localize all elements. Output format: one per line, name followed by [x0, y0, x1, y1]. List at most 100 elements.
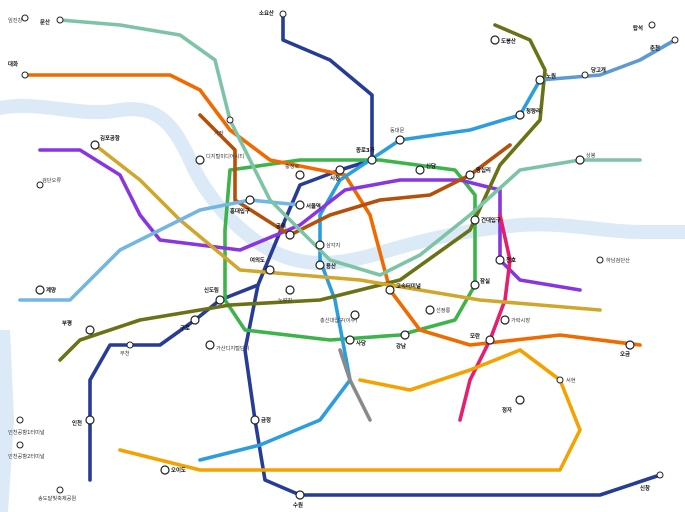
station-gajwa-label: 가좌 — [214, 129, 224, 137]
station-sindang[interactable]: 신당 — [415, 162, 436, 175]
station-guro[interactable]: 구로 — [180, 315, 200, 332]
station-soyosan[interactable]: 소요산 — [259, 9, 287, 18]
station-gasan[interactable]: 가산디지털단지 — [205, 340, 250, 352]
station-munsan[interactable]: 문산 — [40, 16, 64, 26]
station-city-hall[interactable]: 시청 — [330, 165, 345, 182]
station-hongdae-label: 홍대입구 — [230, 207, 250, 215]
station-dangogae[interactable]: 당고개 — [581, 66, 606, 79]
line-8 — [458, 213, 512, 422]
station-moran[interactable]: 모란 — [470, 332, 495, 345]
station-garak[interactable]: 가락시장 — [500, 315, 530, 325]
station-noryangjin[interactable]: 노량진 — [278, 285, 295, 304]
station-cheongnyangni-label: 청량리 — [526, 107, 541, 115]
station-moran-label: 모란 — [470, 332, 480, 340]
station-yeouido[interactable]: 여의도 — [250, 256, 275, 275]
west-sea — [0, 330, 14, 512]
station-bupyeong[interactable]: 부평 — [62, 319, 95, 335]
station-digital-mc[interactable]: 디지털미디어시티 — [195, 152, 244, 165]
station-isu-label: 총신대입구(이수) — [320, 316, 357, 324]
station-gangnam-label: 강남 — [396, 342, 406, 350]
station-gangnam[interactable]: 강남 — [396, 330, 410, 350]
station-incheon-airport2[interactable]: 인천공항2터미널 — [8, 441, 45, 460]
line-gyeongchun — [538, 38, 677, 82]
station-sindorim-label: 신도림 — [204, 286, 219, 294]
station-seohyeon-label: 서현 — [566, 376, 576, 384]
station-sadang[interactable]: 사당 — [345, 335, 366, 347]
station-jeongja[interactable]: 정자 — [502, 395, 525, 414]
station-cheonho[interactable]: 천호 — [495, 255, 516, 265]
station-daehwa[interactable]: 대화 — [8, 60, 29, 79]
station-gongdeok[interactable]: 공덕 — [276, 222, 295, 240]
station-seonjeongneung[interactable]: 선정릉 — [425, 305, 451, 315]
station-jongno3ga[interactable]: 종로3가 — [356, 146, 377, 165]
station-geomdan-label: 검단오류 — [42, 176, 61, 184]
station-sangbong[interactable]: 상봉 — [575, 151, 596, 165]
station-sindorim[interactable]: 신도림 — [204, 286, 225, 305]
station-songdo[interactable]: 송도달빛축제공원 — [38, 486, 76, 502]
station-hanam-label: 하남검단산 — [606, 256, 630, 264]
line-5 — [38, 148, 582, 292]
station-geomdan[interactable]: 검단오류 — [36, 176, 61, 189]
station-gyeyang-label: 계양 — [46, 286, 56, 294]
line-1-south — [243, 283, 662, 497]
station-tapseok-label: 탑석 — [633, 24, 643, 32]
station-samgakji[interactable]: 삼각지 — [315, 240, 341, 250]
station-jongno3ga-label: 종로3가 — [356, 146, 375, 154]
station-gajwa[interactable]: 가좌 — [214, 116, 234, 137]
station-guro-label: 구로 — [180, 325, 190, 332]
station-oido[interactable]: 오이도 — [160, 465, 186, 475]
station-chuncheon[interactable]: 춘천 — [650, 36, 679, 52]
station-suwon-label: 수원 — [293, 501, 303, 509]
station-isu[interactable]: 총신대입구(이수) — [320, 310, 360, 324]
station-samgakji-label: 삼각지 — [326, 241, 341, 249]
station-incheon-airport-label: 인천공항1터미널 — [8, 428, 45, 436]
station-konkuk[interactable]: 건대입구 — [470, 215, 501, 225]
station-seoul-station[interactable]: 서울역 — [295, 200, 321, 210]
station-yeouido-label: 여의도 — [250, 256, 265, 264]
station-express-terminal[interactable]: 고속터미널 — [385, 282, 421, 295]
station-gimpo-airport-label: 김포공항 — [100, 134, 120, 142]
station-yongsan[interactable]: 용산 — [315, 260, 336, 270]
station-incheon-label: 인천 — [72, 419, 82, 427]
station-seohyeon[interactable]: 서현 — [556, 376, 576, 384]
station-geumjeong[interactable]: 금정 — [250, 415, 271, 425]
station-city-hall-label: 시청 — [330, 174, 340, 182]
station-munsan-label: 문산 — [40, 18, 50, 26]
station-jamsil[interactable]: 잠실 — [470, 277, 490, 290]
han-river — [0, 98, 685, 271]
station-incheon-airport[interactable]: 인천공항1터미널 — [8, 416, 45, 436]
station-dobongsan[interactable]: 도봉산 — [490, 35, 516, 45]
station-hanam[interactable]: 하남검단산 — [596, 256, 630, 264]
station-incheon-airport2-label: 인천공항2터미널 — [8, 452, 45, 460]
station-geumjeong-label: 금정 — [261, 416, 271, 424]
station-gongdeok-label: 공덕 — [276, 222, 286, 230]
line-2 — [223, 158, 477, 342]
line-3 — [23, 73, 642, 347]
station-gimpo-airport[interactable]: 김포공항 — [90, 134, 120, 150]
station-tapseok[interactable]: 탑석 — [633, 21, 656, 32]
station-gasan-label: 가산디지털단지 — [216, 344, 250, 352]
station-incheon[interactable]: 인천 — [72, 415, 95, 427]
station-nowon[interactable]: 노원 — [535, 72, 556, 85]
station-cheongnyangni[interactable]: 청량리 — [515, 107, 541, 120]
station-imjingang[interactable]: 임진강 — [8, 14, 29, 24]
station-suwon[interactable]: 수원 — [293, 490, 305, 509]
station-sinchang-label: 신창 — [640, 484, 650, 492]
station-sadang-label: 사당 — [356, 339, 366, 347]
station-dangogae-label: 당고개 — [591, 66, 606, 74]
station-hongdae[interactable]: 홍대입구 — [230, 195, 255, 215]
station-bucheon[interactable]: 부천 — [120, 341, 134, 357]
station-chungjeongno-label: 충정로 — [285, 162, 300, 170]
station-chungjeongno[interactable]: 충정로 — [285, 162, 305, 180]
station-ogeum[interactable]: 오금 — [620, 340, 635, 358]
line-4 — [198, 78, 542, 462]
station-sinchang[interactable]: 신창 — [640, 471, 664, 492]
station-gyeyang[interactable]: 계양 — [35, 285, 56, 295]
station-ogeum-label: 오금 — [620, 350, 630, 358]
station-daehwa-label: 대화 — [8, 60, 18, 68]
station-wangsimni[interactable]: 왕십리 — [465, 166, 491, 180]
line-sillim — [338, 348, 372, 422]
line-airport — [18, 198, 302, 302]
station-dongdaemun[interactable]: 동대문 — [390, 126, 405, 145]
